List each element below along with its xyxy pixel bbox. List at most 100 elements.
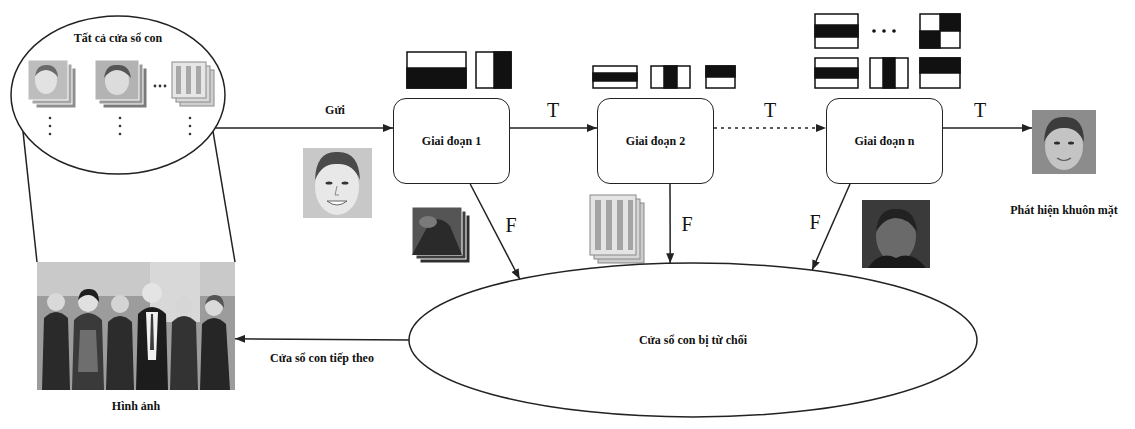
ellipsis-dots	[872, 29, 876, 33]
subwindow-ellipse: Tất cả cửa sổ con	[10, 15, 226, 175]
group-photo	[37, 262, 235, 296]
subwindow-stack	[186, 66, 191, 94]
haar-feature	[651, 66, 690, 88]
group-photo	[106, 316, 134, 390]
rejected-thumbnail	[412, 207, 470, 263]
subwindow-stack	[28, 60, 76, 108]
subwindow-stack	[104, 65, 131, 78]
ellipse-outline	[409, 263, 977, 417]
face-thumbnail	[335, 186, 339, 195]
haar-feature	[407, 68, 466, 88]
group-photo	[42, 312, 70, 390]
ellipsis-dots	[119, 117, 122, 120]
rejected-thumbnail	[412, 207, 462, 255]
group-photo	[37, 262, 235, 390]
haar-feature	[593, 73, 637, 81]
face-photo	[1032, 110, 1096, 174]
haar-feature	[407, 52, 466, 88]
rejected-thumbnail	[590, 195, 636, 255]
stage-label: Giai đoạn 1	[422, 134, 481, 149]
ellipsis-dots	[189, 125, 192, 128]
face-thumbnail	[342, 181, 349, 184]
group-photo	[78, 289, 99, 302]
detected-face: Phát hiện khuôn mặt	[996, 106, 1132, 218]
group-photo	[142, 283, 162, 303]
edge-label: F	[808, 211, 821, 233]
flow-arrow	[669, 184, 671, 263]
face-photo	[1032, 110, 1096, 174]
haar-feature	[940, 14, 960, 31]
haar-feature	[883, 58, 895, 88]
rejected-thumbnail	[617, 200, 623, 250]
ellipsis-dots	[49, 85, 192, 136]
face-photo	[1044, 117, 1084, 142]
group-photo	[205, 295, 224, 308]
edge-label: T	[763, 99, 777, 121]
haar-feature	[407, 52, 511, 88]
ellipse-label: Cửa sổ con bị từ chối	[639, 333, 747, 348]
stage-box: Giai đoạn 1	[393, 98, 510, 184]
group-photo	[175, 296, 193, 314]
ellipsis-dots	[164, 85, 167, 88]
rejected-thumbnail	[412, 219, 462, 255]
rejected-thumbnail	[419, 216, 437, 228]
haar-feature	[920, 31, 940, 48]
ellipsis-dots	[119, 125, 122, 128]
group-photo	[150, 314, 154, 350]
haar-feature	[815, 58, 858, 88]
haar-feature	[494, 52, 511, 88]
flow-arrow	[215, 127, 393, 129]
ellipsis-dots	[189, 133, 192, 136]
rejected-thumbnail	[590, 195, 644, 263]
haar-feature	[920, 14, 960, 48]
edge-label: F	[680, 213, 693, 235]
input-image: Hình ảnh	[37, 262, 235, 414]
rejected-thumbnail	[868, 256, 926, 268]
edge-label: F	[504, 214, 517, 236]
flow-arrow	[943, 127, 1032, 129]
edge-label: T	[973, 99, 987, 121]
haar-feature	[920, 58, 960, 88]
stage-label: Giai đoạn n	[854, 134, 914, 149]
edge-label: Cửa sổ con tiếp theo	[269, 351, 375, 366]
haar-feature	[870, 58, 908, 88]
image-caption: Phát hiện khuôn mặt	[1010, 203, 1118, 218]
group-photo	[111, 295, 129, 313]
group-photo	[47, 293, 65, 311]
haar-feature	[664, 66, 677, 88]
ellipsis-dots	[49, 133, 52, 136]
subwindow-stack	[95, 60, 139, 100]
stage-label: Giai đoạn 2	[626, 134, 685, 149]
group-photo	[136, 307, 168, 390]
haar-feature	[815, 14, 858, 48]
haar-feature	[476, 52, 511, 88]
ellipsis-dots	[49, 125, 52, 128]
rejected-thumbnail	[862, 200, 930, 268]
haar-feature	[920, 58, 960, 73]
ellipsis-dots	[119, 133, 122, 136]
ellipsis-dots	[49, 117, 52, 120]
subwindow-stack	[35, 65, 58, 77]
edge-label: Gửi	[324, 103, 346, 118]
ellipsis-dots	[189, 117, 192, 120]
haar-feature	[593, 66, 735, 88]
group-photo	[78, 330, 98, 372]
face-thumbnail	[303, 148, 372, 218]
flow-arrow	[714, 127, 826, 129]
group-photo	[146, 312, 158, 360]
rejected-ellipse: Cửa sổ con bị từ chối	[408, 262, 978, 418]
haar-feature	[593, 66, 637, 88]
rejected-thumbnail	[606, 200, 612, 250]
flow-arrow	[510, 127, 597, 129]
subwindow-stack	[176, 66, 181, 94]
zoom-line	[213, 131, 235, 262]
edge-label: T	[546, 99, 560, 121]
stage-box: Giai đoạn n	[826, 98, 943, 184]
group-photo	[37, 262, 235, 390]
haar-feature	[815, 14, 960, 88]
face-photo	[1054, 142, 1060, 145]
